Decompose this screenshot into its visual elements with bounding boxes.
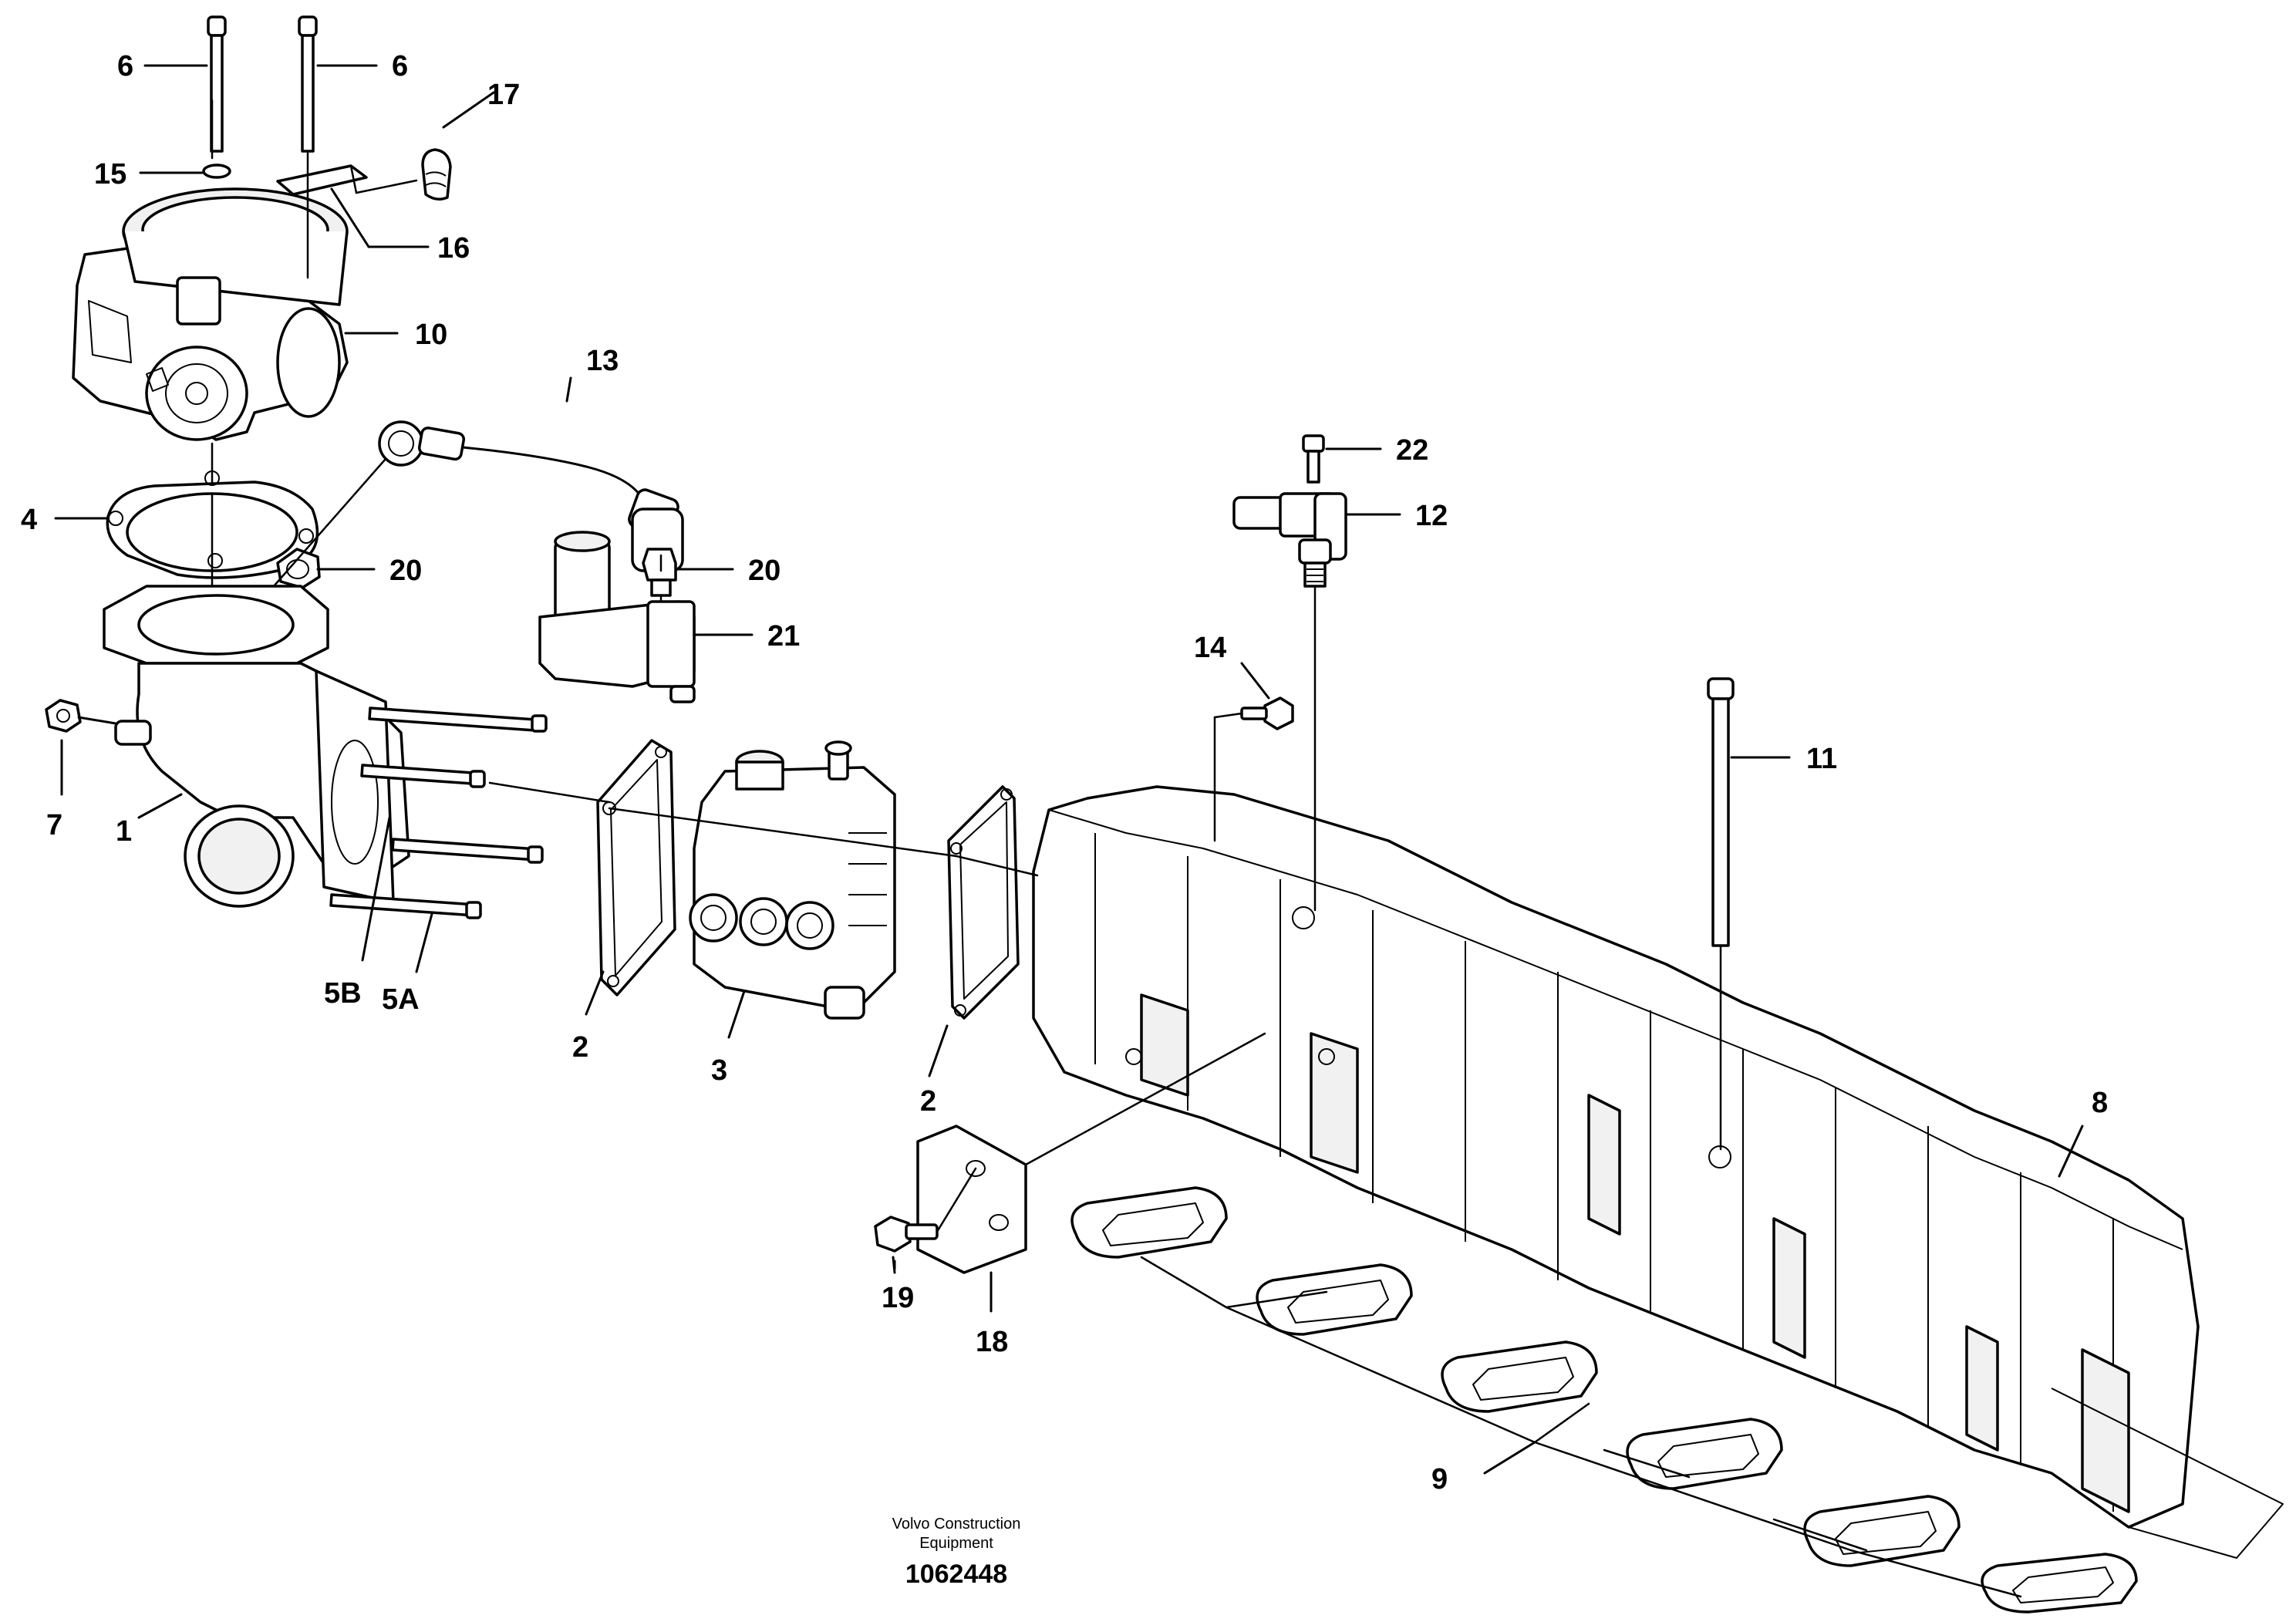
callout-21: 21	[767, 620, 800, 653]
callout-15: 15	[94, 158, 126, 191]
brand-line-1: Volvo Construction	[892, 1516, 1021, 1533]
callout-7: 7	[46, 809, 62, 841]
callout-13: 13	[586, 345, 619, 377]
part-13-sensor-cable	[378, 420, 684, 572]
part-7-nut	[45, 699, 82, 733]
footer: Volvo Construction Equipment 1062448	[892, 1516, 1021, 1589]
callout-labels: 6 6 17 15 16 10 13 4 20 20 21 22 12 14 1…	[21, 50, 2108, 1496]
drawing-number: 1062448	[905, 1560, 1007, 1589]
part-5-studs	[329, 706, 548, 919]
callout-14: 14	[1194, 632, 1226, 664]
callout-11: 11	[1806, 743, 1837, 775]
callout-2-left: 2	[572, 1031, 588, 1064]
callout-12: 12	[1415, 500, 1448, 532]
part-2-gasket-left	[596, 739, 676, 996]
part-15-washer	[202, 164, 231, 179]
part-6-bolt-right	[298, 15, 318, 153]
part-10-throttle-unit	[72, 187, 349, 441]
callout-20-left: 20	[389, 555, 422, 587]
callout-6-left: 6	[117, 50, 133, 83]
callout-1: 1	[116, 815, 132, 848]
part-20-fitting-left	[276, 548, 321, 589]
callout-19: 19	[882, 1282, 914, 1314]
part-16-bracket	[276, 164, 418, 196]
callout-22: 22	[1396, 434, 1428, 467]
callout-5a: 5A	[382, 983, 420, 1016]
callout-10: 10	[415, 319, 447, 351]
leader-lines	[54, 64, 2084, 1598]
part-2-gasket-right	[947, 785, 1020, 1020]
part-8-intake-manifold	[1032, 785, 2284, 1559]
part-14-screw	[1240, 696, 1294, 730]
part-12-sensor	[1232, 492, 1347, 588]
callout-18: 18	[976, 1326, 1008, 1358]
part-21-valve	[538, 531, 696, 703]
callout-2-right: 2	[920, 1085, 936, 1118]
callout-4: 4	[21, 504, 37, 536]
callout-17: 17	[487, 79, 520, 111]
part-17-clip	[421, 148, 452, 201]
part-19-bolt	[874, 1216, 939, 1253]
part-22-screw	[1302, 434, 1325, 484]
brand-line-2: Equipment	[919, 1535, 993, 1552]
callout-16: 16	[437, 232, 470, 265]
part-3-cooler-block	[689, 740, 896, 1020]
part-1-inlet-housing	[103, 585, 410, 908]
callout-8: 8	[2092, 1087, 2108, 1119]
callout-6-right: 6	[392, 50, 408, 83]
callout-3: 3	[711, 1054, 727, 1087]
callout-9: 9	[1431, 1463, 1448, 1496]
callout-20-right: 20	[748, 555, 781, 587]
part-20-fitting-right	[642, 548, 677, 597]
part-11-long-bolt	[1707, 677, 1735, 947]
part-18-bracket	[916, 1125, 1027, 1274]
callout-5b: 5B	[324, 977, 362, 1010]
part-6-bolt-left	[207, 15, 227, 153]
part-9-gaskets	[1070, 1186, 2138, 1614]
